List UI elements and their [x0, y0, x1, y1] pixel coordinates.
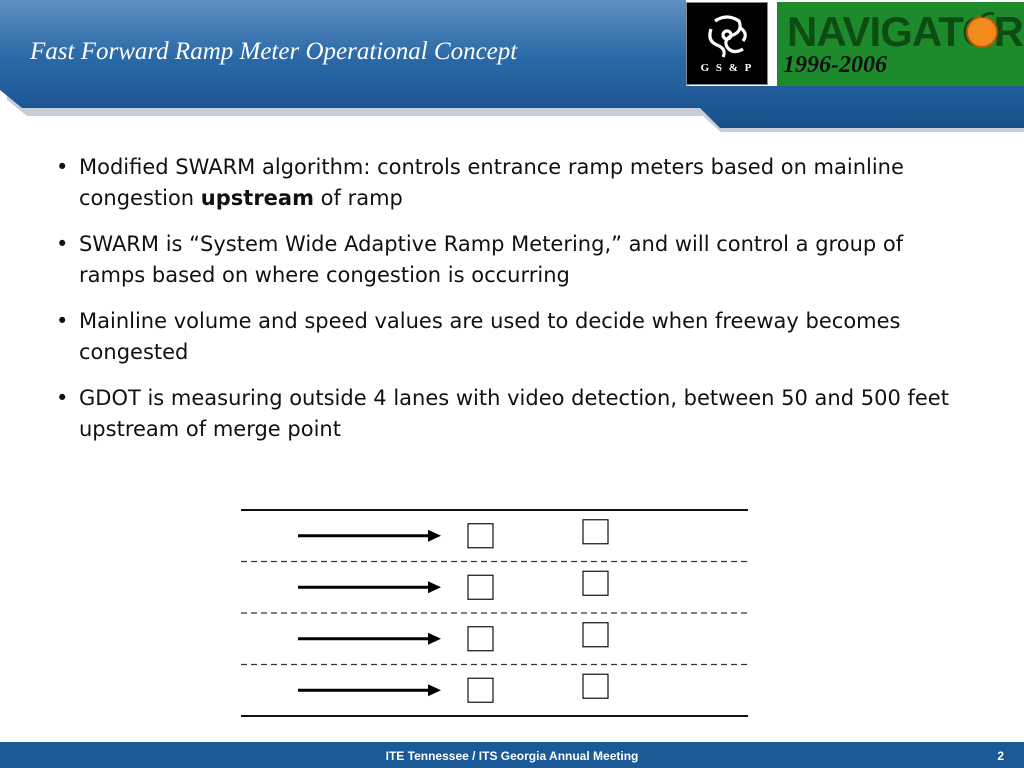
bullet-emphasis: upstream	[200, 186, 314, 210]
bullet-text: Mainline volume and speed values are use…	[79, 309, 901, 364]
navigator-logo: NAVIGATOR 1996-2006	[777, 2, 1024, 86]
bullet-item: • Mainline volume and speed values are us…	[56, 306, 976, 368]
bullet-list: • Modified SWARM algorithm: controls entr…	[56, 152, 976, 460]
footer-text: ITE Tennessee / ITS Georgia Annual Meeti…	[385, 749, 639, 763]
bullet-item: • GDOT is measuring outside 4 lanes with …	[56, 383, 976, 445]
gsp-logo-label: G S & P	[700, 62, 754, 74]
detector-box	[582, 570, 609, 596]
detector-box	[467, 626, 494, 652]
traffic-arrow-head-icon	[428, 632, 441, 645]
bullet-text-tail: of ramp	[313, 186, 403, 210]
header-banner: Fast Forward Ramp Meter Operational Conc…	[0, 0, 1024, 132]
detector-box	[582, 622, 609, 648]
bullet-text: GDOT is measuring outside 4 lanes with v…	[79, 386, 949, 441]
page-number: 2	[997, 749, 1004, 763]
detector-box	[467, 574, 494, 600]
gsp-emblem-icon	[708, 15, 747, 58]
peach-icon	[966, 11, 998, 48]
traffic-arrow-head-icon	[428, 581, 441, 594]
navigator-logo-years: 1996-2006	[783, 52, 887, 78]
bullet-item: • Modified SWARM algorithm: controls entr…	[56, 152, 976, 214]
bullet-dot-icon: •	[56, 232, 69, 256]
detector-box	[467, 677, 494, 703]
bullet-dot-icon: •	[56, 155, 69, 179]
bullet-item: • SWARM is “System Wide Adaptive Ramp Met…	[56, 229, 976, 291]
ramp-lane-diagram	[241, 509, 748, 717]
bullet-text: SWARM is “System Wide Adaptive Ramp Mete…	[79, 232, 904, 287]
bullet-dot-icon: •	[56, 309, 69, 333]
gsp-logo: G S & P	[686, 2, 768, 85]
bullet-text: Modified SWARM algorithm: controls entra…	[79, 155, 904, 210]
traffic-arrow-head-icon	[428, 529, 441, 542]
header-banner-shape	[0, 0, 1024, 132]
footer-bar: ITE Tennessee / ITS Georgia Annual Meeti…	[0, 742, 1024, 768]
detector-box	[582, 673, 609, 699]
detector-box	[467, 523, 494, 549]
detector-box	[582, 519, 609, 545]
slide-title: Fast Forward Ramp Meter Operational Conc…	[30, 38, 518, 65]
bullet-dot-icon: •	[56, 386, 69, 410]
traffic-arrow-head-icon	[428, 684, 441, 697]
